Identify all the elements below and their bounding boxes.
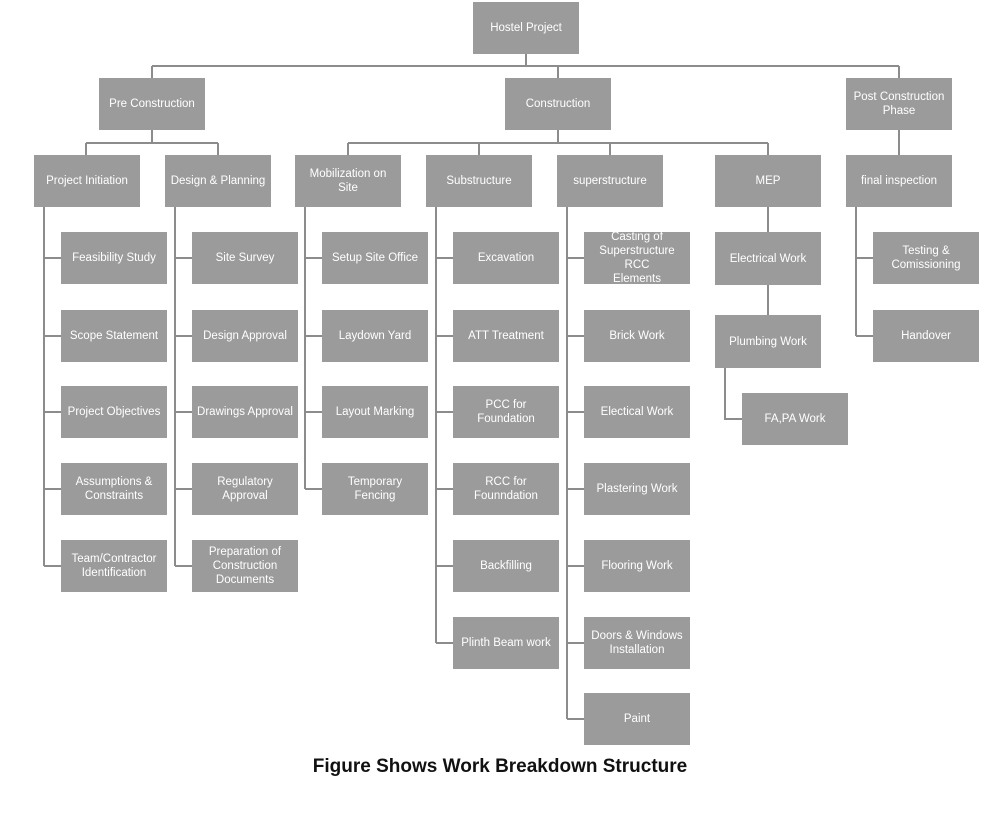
task-construction-documents: Preparation of Construction Documents bbox=[192, 540, 298, 592]
branch-mobilization: Mobilization on Site bbox=[295, 155, 401, 207]
task-electrical-work: Electrical Work bbox=[715, 232, 821, 285]
task-electical-work: Electical Work bbox=[584, 386, 690, 438]
task-regulatory-approval: Regulatory Approval bbox=[192, 463, 298, 515]
task-excavation: Excavation bbox=[453, 232, 559, 284]
branch-design-planning: Design & Planning bbox=[165, 155, 271, 207]
branch-substructure: Substructure bbox=[426, 155, 532, 207]
task-casting-rcc-elements: Casting of Superstructure RCC Elements bbox=[584, 231, 690, 285]
task-plumbing-work: Plumbing Work bbox=[715, 315, 821, 368]
phase-pre-construction: Pre Construction bbox=[99, 78, 205, 130]
task-pcc-foundation: PCC for Foundation bbox=[453, 386, 559, 438]
figure-caption: Figure Shows Work Breakdown Structure bbox=[312, 756, 688, 777]
branch-project-initiation: Project Initiation bbox=[34, 155, 140, 207]
task-scope-statement: Scope Statement bbox=[61, 310, 167, 362]
task-site-survey: Site Survey bbox=[192, 232, 298, 284]
task-project-objectives: Project Objectives bbox=[61, 386, 167, 438]
task-doors-windows: Doors & Windows Installation bbox=[584, 617, 690, 669]
branch-final-inspection: final inspection bbox=[846, 155, 952, 207]
task-brick-work: Brick Work bbox=[584, 310, 690, 362]
task-testing-commissioning: Testing & Comissioning bbox=[873, 232, 979, 284]
wbs-root-hostel-project: Hostel Project bbox=[473, 2, 579, 54]
task-backfilling: Backfilling bbox=[453, 540, 559, 592]
task-assumptions-constraints: Assumptions & Constraints bbox=[61, 463, 167, 515]
task-rcc-foundation: RCC for Founndation bbox=[453, 463, 559, 515]
task-laydown-yard: Laydown Yard bbox=[322, 310, 428, 362]
task-att-treatment: ATT Treatment bbox=[453, 310, 559, 362]
task-setup-site-office: Setup Site Office bbox=[322, 232, 428, 284]
phase-post-construction: Post Construction Phase bbox=[846, 78, 952, 130]
task-fa-pa-work: FA,PA Work bbox=[742, 393, 848, 445]
task-handover: Handover bbox=[873, 310, 979, 362]
branch-mep: MEP bbox=[715, 155, 821, 207]
task-paint: Paint bbox=[584, 693, 690, 745]
branch-superstructure: superstructure bbox=[557, 155, 663, 207]
task-feasibility-study: Feasibility Study bbox=[61, 232, 167, 284]
phase-construction: Construction bbox=[505, 78, 611, 130]
task-temporary-fencing: Temporary Fencing bbox=[322, 463, 428, 515]
task-plinth-beam: Plinth Beam work bbox=[453, 617, 559, 669]
task-drawings-approval: Drawings Approval bbox=[192, 386, 298, 438]
task-layout-marking: Layout Marking bbox=[322, 386, 428, 438]
task-design-approval: Design Approval bbox=[192, 310, 298, 362]
task-team-contractor: Team/Contractor Identification bbox=[61, 540, 167, 592]
task-plastering-work: Plastering Work bbox=[584, 463, 690, 515]
task-flooring-work: Flooring Work bbox=[584, 540, 690, 592]
